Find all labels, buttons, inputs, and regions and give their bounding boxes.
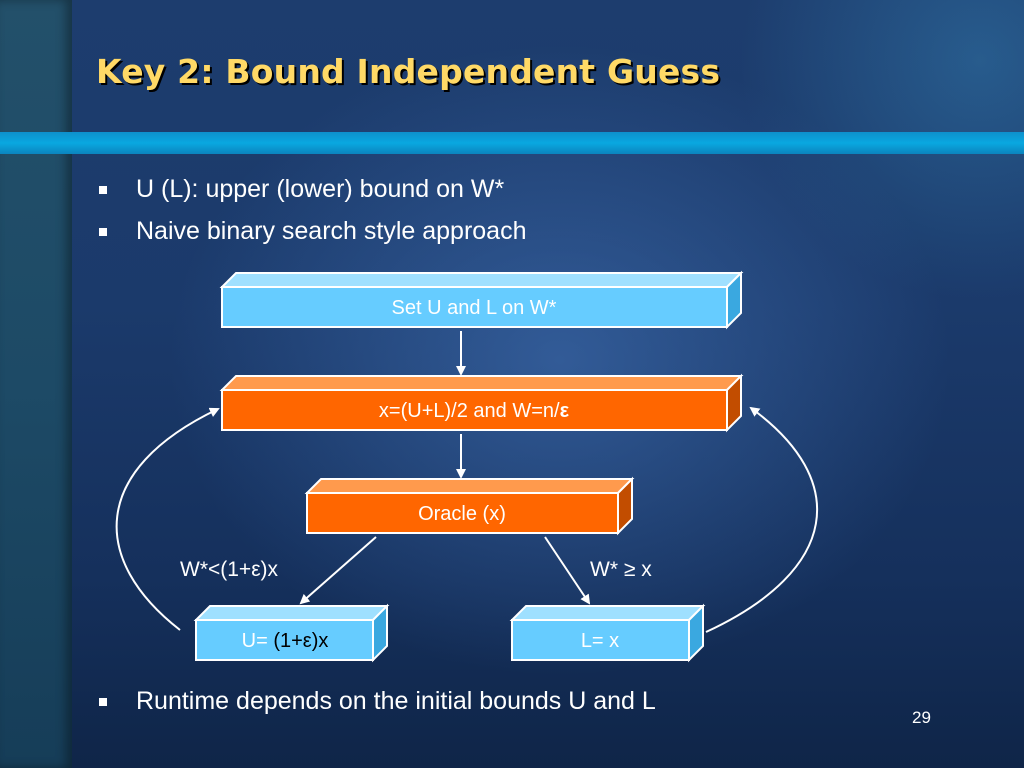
update-upper-label: U= (1+ε)x	[242, 630, 329, 652]
bullet-text: Naive binary search style approach	[136, 217, 527, 245]
epsilon-symbol: ε	[560, 400, 570, 422]
update-lower-box: L= x	[509, 603, 706, 663]
update-upper-value: (1+ε)x	[273, 630, 328, 652]
title-underline-band	[0, 132, 1024, 154]
square-bullet-icon	[99, 698, 107, 706]
set-bounds-box: Set U and L on W*	[219, 270, 744, 330]
left-decorative-strip	[0, 0, 72, 768]
oracle-label: Oracle (x)	[418, 503, 506, 525]
oracle-box: Oracle (x)	[304, 476, 635, 536]
midpoint-box: x=(U+L)/2 and W=n/ε	[219, 373, 744, 433]
square-bullet-icon	[99, 186, 107, 194]
arrow-oracle-to-upper	[299, 536, 377, 605]
bottom-bullet-item: Runtime depends on the initial bounds U …	[96, 684, 656, 718]
edge-label-greater-equal: W* ≥ x	[590, 558, 652, 581]
bullet-item: Naive binary search style approach	[96, 214, 526, 256]
page-number: 29	[912, 708, 931, 727]
arrow-oracle-to-lower	[544, 536, 591, 605]
update-upper-prefix: U=	[242, 630, 274, 652]
loop-arrow-left	[115, 407, 220, 631]
slide-title: Key 2: Bound Independent Guess	[96, 52, 721, 91]
bullet-text: U (L): upper (lower) bound on W*	[136, 175, 505, 203]
edge-label-less-than: W*<(1+ε)x	[180, 558, 279, 581]
midpoint-label-text: x=(U+L)/2 and W=n/	[379, 400, 560, 422]
loop-arrow-right	[705, 406, 818, 633]
bullet-item: U (L): upper (lower) bound on W*	[96, 172, 526, 214]
update-upper-box: U= (1+ε)x	[193, 603, 390, 663]
bottom-bullet-text: Runtime depends on the initial bounds U …	[136, 687, 656, 715]
update-lower-label: L= x	[581, 630, 619, 652]
square-bullet-icon	[99, 228, 107, 236]
bullet-list: U (L): upper (lower) bound on W* Naive b…	[96, 172, 526, 256]
midpoint-label: x=(U+L)/2 and W=n/ε	[379, 400, 570, 422]
set-bounds-label: Set U and L on W*	[392, 297, 557, 319]
